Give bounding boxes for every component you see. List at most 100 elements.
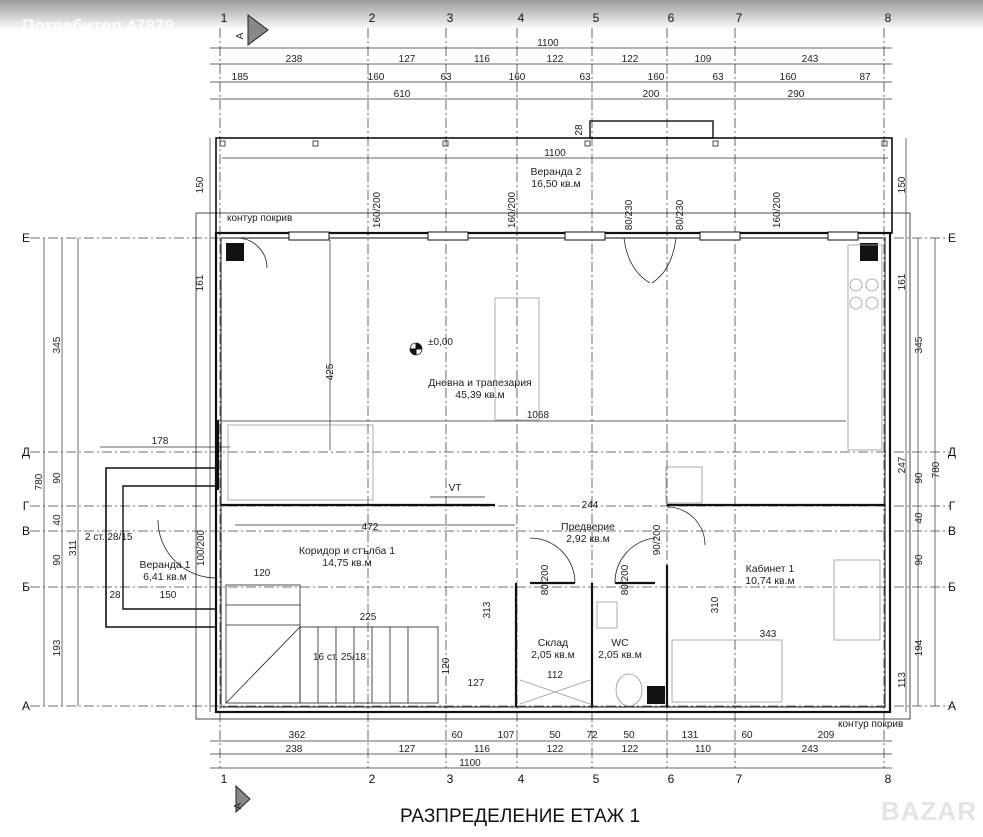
dimension-value: 780: [34, 473, 45, 490]
dimension-value: 63: [579, 72, 591, 83]
armchairs: [671, 639, 783, 703]
room-name: Веранда 2: [530, 166, 581, 178]
dimension-value: 610: [394, 89, 411, 100]
axis-label-row: Г: [949, 499, 956, 513]
dimension-value: 90: [52, 554, 63, 566]
dimension-total: 1100: [537, 38, 559, 49]
main-staircase: [225, 584, 439, 704]
axis-label-column: 3: [447, 772, 454, 786]
dimension-value: 150: [160, 590, 177, 601]
axis-label-row: Е: [948, 231, 956, 245]
dimension-value: 243: [802, 744, 819, 755]
room-name: Веранда 1: [139, 559, 190, 571]
section-marker-label: А: [235, 32, 246, 39]
fireplace: [665, 466, 703, 504]
dimension-value: 127: [399, 744, 416, 755]
dimension-value: 243: [802, 54, 819, 65]
roof-contour-label: контур покрив: [838, 719, 903, 730]
axis-label-column: 4: [518, 772, 525, 786]
dimension-value: 40: [914, 512, 925, 524]
axis-label-column: 1: [221, 772, 228, 786]
axis-label-column: 4: [518, 11, 525, 25]
dimension-value: 63: [712, 72, 724, 83]
roof-contour: [195, 212, 911, 720]
axis-label-row: Е: [22, 231, 30, 245]
dimension-value: 40: [52, 514, 63, 526]
axis-label-column: 6: [668, 772, 675, 786]
opening-size-label: 90/200: [652, 524, 663, 555]
dimension-value: 60: [451, 730, 463, 741]
axis-label-row: Б: [948, 580, 956, 594]
opening-size-label: 80/230: [624, 199, 635, 230]
dimension-value: 110: [695, 744, 711, 755]
dimension-value: 113: [897, 672, 908, 688]
axis-label-column: 5: [593, 772, 600, 786]
dimension-value: 72: [586, 730, 598, 741]
axis-label-row: А: [948, 699, 956, 713]
dimension-value: 90: [914, 472, 925, 484]
axis-label-column: 8: [885, 772, 892, 786]
axis-label-column: 7: [736, 11, 743, 25]
axis-label-column: 2: [369, 11, 376, 25]
dimension-value: 313: [482, 601, 493, 618]
dimension-value: 150: [897, 176, 908, 193]
veranda-width-dimension: 1100: [544, 148, 566, 159]
axis-label-row: В: [948, 524, 956, 538]
axis-label-column: 5: [593, 11, 600, 25]
site-logo: BAZAR: [881, 796, 977, 826]
dimension-value: 425: [325, 363, 336, 380]
dimension-value: 178: [152, 436, 169, 447]
dimension-value: 63: [440, 72, 452, 83]
axis-label-column: 3: [447, 11, 454, 25]
section-marker-label: А: [233, 802, 244, 809]
room-area: 14,75 кв.м: [322, 557, 372, 569]
desk: [833, 559, 881, 641]
bay-depth-dimension: 28: [574, 124, 585, 136]
dimension-value: 90: [914, 554, 925, 566]
axis-label-row: В: [22, 524, 30, 538]
dimension-value: 160: [648, 72, 665, 83]
furniture: [227, 244, 883, 707]
room-name: Склад: [538, 637, 568, 649]
dimension-value: 90: [52, 472, 63, 484]
toilet: [615, 673, 643, 707]
kitchen-counter: [847, 244, 883, 451]
interior-walls: [216, 420, 885, 707]
level-mark: ±0,00: [428, 337, 453, 348]
dimension-value: 127: [399, 54, 416, 65]
veranda-stairs-label: 2 ст. 28/15: [85, 532, 133, 543]
roof-contour-label: контур покрив: [227, 213, 292, 224]
dimension-value: 200: [643, 89, 660, 100]
dimension-value: 362: [289, 730, 306, 741]
room-name: Предверие: [561, 521, 615, 533]
room-area: 2,05 кв.м: [531, 649, 575, 661]
dimension-value: 194: [914, 639, 925, 656]
axis-label-row: Д: [948, 445, 956, 459]
user-watermark: Потребител 47879: [22, 16, 174, 35]
axis-label-row: А: [22, 699, 30, 713]
dimension-value: 116: [474, 54, 490, 65]
dimension-value: 209: [818, 730, 835, 741]
axis-label-column: 2: [369, 772, 376, 786]
opening-size-label: 160/200: [372, 191, 383, 228]
dimension-value: 60: [741, 730, 753, 741]
vent-label: VT: [449, 483, 462, 494]
dimension-value: 185: [232, 72, 249, 83]
dimension-value: 122: [547, 54, 564, 65]
axis-label-row: Б: [22, 580, 30, 594]
dimension-value: 345: [52, 336, 63, 353]
dimension-value: 472: [362, 522, 379, 533]
axis-label-column: 7: [736, 772, 743, 786]
dimension-value: 1068: [527, 410, 550, 421]
room-area: 16,50 кв.м: [531, 178, 581, 190]
dimension-value: 193: [52, 639, 63, 656]
dimension-value: 122: [622, 54, 639, 65]
room-area: 2,92 кв.м: [566, 533, 610, 545]
dimension-value: 127: [468, 678, 485, 689]
drawing-title: РАЗПРЕДЕЛЕНИЕ ЕТАЖ 1: [400, 806, 640, 827]
room-area: 10,74 кв.м: [745, 575, 795, 587]
dimension-value: 160: [368, 72, 385, 83]
axis-label-row: Д: [22, 445, 30, 459]
dimension-value: 50: [623, 730, 635, 741]
dimension-value: 120: [441, 657, 452, 674]
